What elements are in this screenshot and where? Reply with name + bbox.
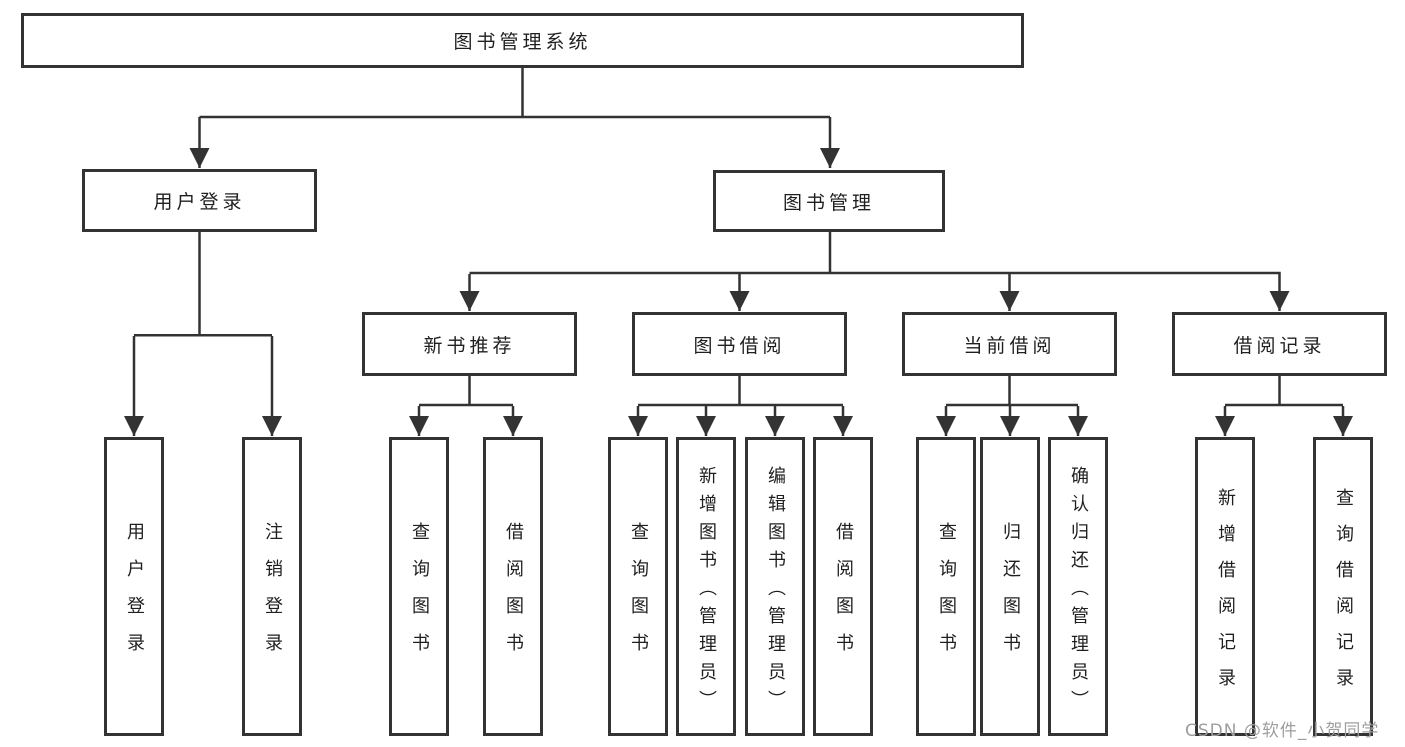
leaf-br-add-record-label: 新增借阅记录	[1215, 487, 1236, 704]
node-borrow-records-label: 借阅记录	[1233, 334, 1326, 357]
leaf-logout-label: 注销登录	[262, 522, 283, 670]
node-book-management: 图书管理	[713, 170, 945, 232]
node-book-management-label: 图书管理	[782, 191, 875, 214]
node-user-login: 用户登录	[82, 169, 317, 232]
node-root-label: 图书管理系统	[453, 31, 592, 53]
leaf-bb-query-books-label: 查询图书	[628, 522, 649, 670]
node-borrow-records: 借阅记录	[1172, 312, 1387, 376]
csdn-watermark: CSDN @软件_小贺同学	[1185, 721, 1380, 741]
node-user-login-label: 用户登录	[153, 191, 246, 213]
leaf-br-query-record: 查询借阅记录	[1313, 437, 1373, 736]
node-new-book-recommend-label: 新书推荐	[423, 334, 516, 357]
leaf-bb-edit-books-admin: 编辑图书（管理员）	[745, 437, 805, 736]
node-book-borrow-label: 图书借阅	[693, 334, 786, 357]
leaf-bb-add-books-admin-label: 新增图书（管理员）	[696, 465, 717, 718]
leaf-nb-borrow-books-label: 借阅图书	[503, 522, 524, 670]
leaf-bb-borrow-books: 借阅图书	[813, 437, 873, 736]
leaf-bb-borrow-books-label: 借阅图书	[833, 522, 854, 670]
leaf-nb-borrow-books: 借阅图书	[483, 437, 543, 736]
leaf-logout: 注销登录	[242, 437, 302, 736]
leaf-br-add-record: 新增借阅记录	[1195, 437, 1255, 736]
leaf-user-login-label: 用户登录	[124, 522, 145, 670]
arrow-connector-group	[124, 117, 1353, 436]
leaf-nb-query-books-label: 查询图书	[409, 522, 430, 670]
leaf-user-login: 用户登录	[104, 437, 164, 736]
leaf-cb-confirm-return-admin-label: 确认归还（管理员）	[1068, 465, 1089, 718]
node-root-library-system: 图书管理系统	[21, 13, 1024, 68]
leaf-cb-query-books: 查询图书	[916, 437, 976, 736]
leaf-cb-query-books-label: 查询图书	[936, 522, 957, 670]
node-new-book-recommend: 新书推荐	[362, 312, 577, 376]
node-book-borrow: 图书借阅	[632, 312, 847, 376]
leaf-bb-add-books-admin: 新增图书（管理员）	[676, 437, 736, 736]
leaf-bb-query-books: 查询图书	[608, 437, 668, 736]
leaf-bb-edit-books-admin-label: 编辑图书（管理员）	[765, 465, 786, 718]
node-current-borrow: 当前借阅	[902, 312, 1117, 376]
leaf-cb-return-books: 归还图书	[980, 437, 1040, 736]
leaf-nb-query-books: 查询图书	[389, 437, 449, 736]
leaf-cb-return-books-label: 归还图书	[1000, 522, 1021, 670]
leaf-cb-confirm-return-admin: 确认归还（管理员）	[1048, 437, 1108, 736]
leaf-br-query-record-label: 查询借阅记录	[1333, 487, 1354, 704]
node-current-borrow-label: 当前借阅	[963, 334, 1056, 357]
